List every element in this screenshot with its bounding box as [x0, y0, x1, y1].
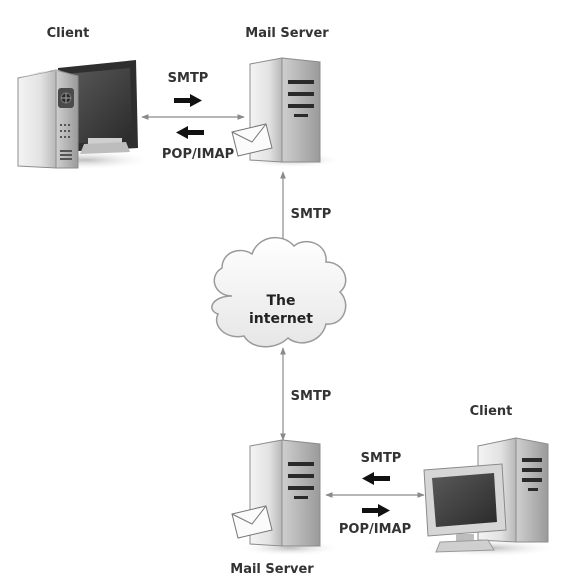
- envelope-icon: [231, 123, 273, 157]
- desktop-computer-icon: [15, 60, 155, 170]
- arrow-left-icon: [176, 126, 204, 139]
- smtp-label-lower-link: SMTP: [291, 389, 332, 404]
- arrow-right-icon: [362, 504, 390, 517]
- internet-label-line1: The: [266, 293, 295, 309]
- client-bottom-label: Client: [470, 404, 513, 419]
- smtp-label-top: SMTP: [168, 71, 209, 86]
- popimap-label-top: POP/IMAP: [162, 147, 234, 162]
- popimap-label-bottom: POP/IMAP: [339, 522, 411, 537]
- arrow-right-icon: [174, 94, 202, 107]
- mail-server-bottom-label: Mail Server: [230, 562, 314, 577]
- envelope-icon: [231, 505, 273, 539]
- smtp-label-upper-link: SMTP: [291, 207, 332, 222]
- client-top-label: Client: [47, 26, 90, 41]
- server-tower-icon: [238, 439, 342, 556]
- desktop-computer-icon: [420, 437, 560, 557]
- arrow-left-icon: [362, 472, 390, 485]
- mail-server-top-label: Mail Server: [245, 26, 329, 41]
- cloud-icon: The internet: [211, 236, 347, 348]
- smtp-label-bottom: SMTP: [361, 451, 402, 466]
- server-tower-icon: [240, 57, 344, 168]
- internet-label-line2: internet: [249, 311, 313, 327]
